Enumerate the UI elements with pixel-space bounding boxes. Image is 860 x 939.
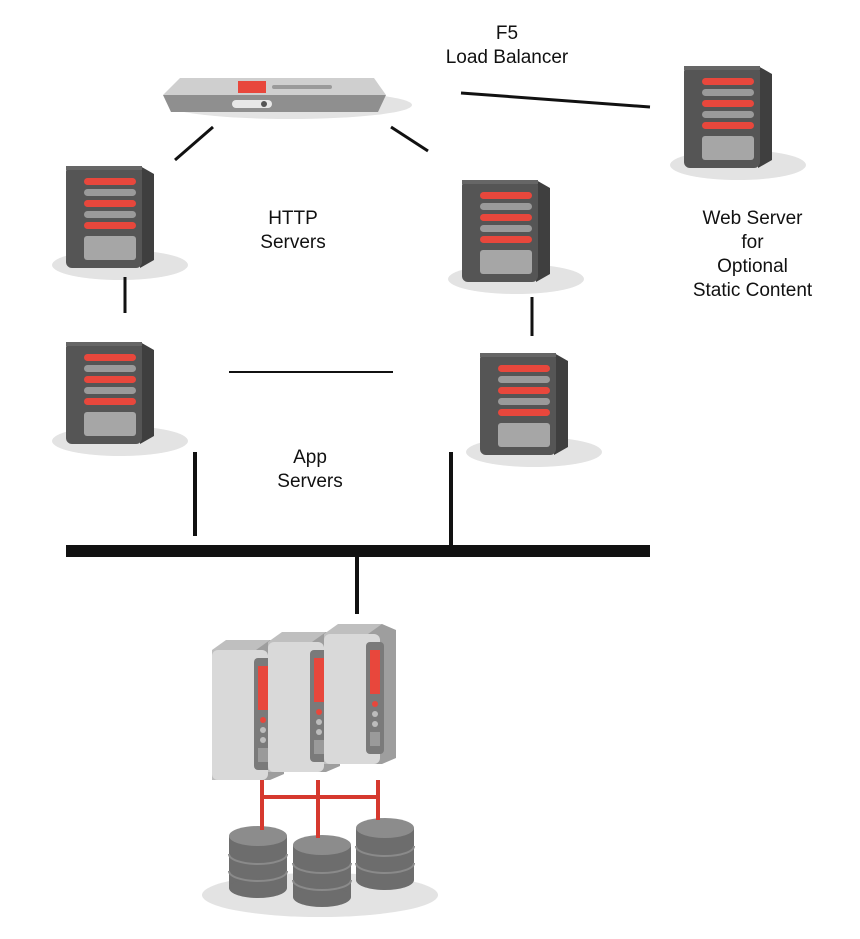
blade-server-icon (324, 624, 396, 764)
label-line: HTTP (268, 208, 318, 229)
storage-links (260, 780, 380, 838)
server-tower-icon (52, 342, 188, 456)
load-balancer-label: F5 Load Balancer (412, 22, 602, 70)
server-tower-icon (52, 166, 188, 280)
load-balancer-icon (163, 78, 412, 119)
label-line: for (741, 232, 764, 253)
server-tower-icon (670, 66, 806, 180)
label-line: Servers (260, 232, 326, 253)
database-cylinder-icon (355, 817, 415, 891)
server-tower-icon (466, 353, 602, 467)
database-cylinder-icon (292, 834, 352, 908)
server-tower-icon (448, 180, 584, 294)
label-line: Servers (277, 471, 343, 492)
database-cluster (202, 624, 438, 917)
http-servers-label: HTTP Servers (218, 207, 368, 255)
database-cylinder-icon (228, 825, 288, 899)
label-line: Load Balancer (445, 47, 569, 68)
label-line: App (293, 447, 327, 468)
label-line: Static Content (692, 280, 813, 301)
label-line: Optional (717, 256, 788, 277)
label-line: Web Server (702, 208, 803, 229)
web-server-label: Web Server for Optional Static Content (660, 207, 845, 303)
app-servers-label: App Servers (240, 446, 380, 494)
connector-lines (66, 91, 651, 614)
label-line: F5 (495, 23, 519, 44)
